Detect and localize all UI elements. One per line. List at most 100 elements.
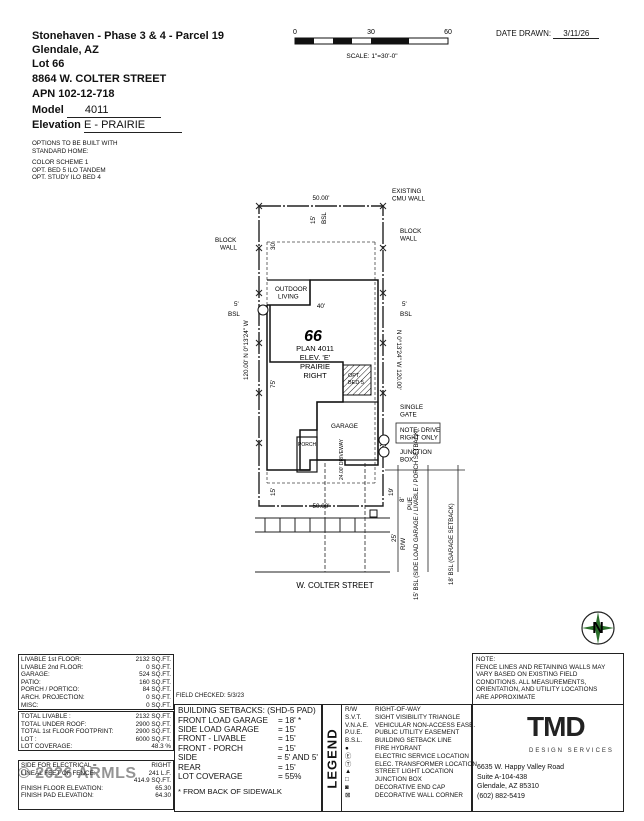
bearing-right: N 0°13'24" W 120.00' bbox=[395, 330, 403, 390]
options-block: OPTIONS TO BE BUILT WITH STANDARD HOME: … bbox=[32, 140, 118, 182]
garage-area bbox=[316, 401, 379, 461]
subdivision-title: Stonehaven - Phase 3 & 4 - Parcel 19 bbox=[32, 30, 224, 42]
bearing-left: 120.00' N 0°13'24" W bbox=[242, 320, 250, 380]
note-title: NOTE: bbox=[476, 656, 496, 663]
total-row: TOTAL UNDER ROOF:2900 SQ.FT. bbox=[21, 720, 171, 728]
bsl-rear: BSL bbox=[321, 212, 328, 224]
dim-pue: 8' bbox=[399, 497, 406, 502]
dim-house-width: 40' bbox=[317, 303, 325, 310]
date-drawn: DATE DRAWN: 3/11/26 bbox=[496, 29, 600, 39]
legend-item: S.V.T.SIGHT VISIBILITY TRIANGLE bbox=[345, 713, 461, 721]
lot-boundary bbox=[258, 205, 384, 507]
note-line: CONDITIONS. ALL MEASUREMENTS, bbox=[476, 678, 587, 686]
area-row: GARAGE:524 SQ.FT. bbox=[21, 671, 171, 679]
company-address: 6635 W. Happy Valley Road Suite A-104-43… bbox=[477, 763, 564, 801]
scale-bar: 0 30 60 SCALE: 1"=30'-0" bbox=[293, 29, 452, 60]
extra-row: 414.9 SQ.FT. bbox=[133, 777, 171, 785]
bsl-left: BSL bbox=[228, 311, 240, 318]
dim-side-right: 5' bbox=[402, 301, 407, 308]
totals-table: TOTAL LIVABLE :2132 SQ.FT. TOTAL UNDER R… bbox=[18, 711, 174, 751]
garage-bsl-label: 18' BSL (GARAGE SETBACK) bbox=[449, 503, 455, 585]
dim-bottom: 50.00' bbox=[313, 503, 330, 510]
dim-front: 15' bbox=[270, 488, 277, 496]
area-row: LIVABLE 1st FLOOR:2132 SQ.FT. bbox=[21, 656, 171, 663]
company-logo: TMD bbox=[527, 711, 586, 742]
setback-row: SIDE= 5' AND 5' bbox=[178, 753, 318, 763]
watermark: © 2026 ARMLS bbox=[18, 765, 137, 782]
total-row: LOT COVERAGE:48.3 % bbox=[21, 743, 171, 751]
scale-tick-label: 60 bbox=[444, 29, 452, 36]
city: Glendale, AZ bbox=[32, 44, 99, 56]
company-tagline: DESIGN SERVICES bbox=[529, 748, 614, 754]
junction-box-symbol bbox=[369, 509, 378, 518]
legend-item: □JUNCTION BOX bbox=[345, 776, 422, 784]
legend-item: ◙DECORATIVE END CAP bbox=[345, 783, 446, 791]
setback-row: REAR= 15' bbox=[178, 762, 296, 772]
total-row: LOT :6000 SQ.FT. bbox=[21, 735, 171, 743]
opt-bed5-label: OPT.BED 5 bbox=[348, 373, 364, 386]
note-line: VARY BASED ON EXISTING FIELD bbox=[476, 671, 578, 679]
transformer-symbol bbox=[378, 434, 390, 446]
note-line: ARE APPROXIMATE bbox=[476, 693, 536, 701]
setbacks-box: BUILDING SETBACKS: (SHD-5 PAD) FRONT LOA… bbox=[174, 704, 322, 812]
setback-row: FRONT - PORCH= 15' bbox=[178, 743, 296, 753]
scale-label: SCALE: 1"=30'-0" bbox=[346, 53, 398, 60]
areas-table: LIVABLE 1st FLOOR:2132 SQ.FT. LIVABLE 2n… bbox=[18, 654, 174, 710]
extra-row: FINISH PAD ELEVATION:64.30 bbox=[21, 792, 171, 800]
electric-symbol bbox=[378, 446, 390, 458]
legend-title-column: LEGEND bbox=[323, 705, 342, 811]
setback-row: FRONT - LIVABLE= 15' bbox=[178, 734, 296, 744]
address: 8864 W. COLTER STREET bbox=[32, 73, 167, 85]
date-label: DATE DRAWN: bbox=[496, 29, 552, 38]
note-box: NOTE: FENCE LINES AND RETAINING WALLS MA… bbox=[472, 653, 624, 705]
dim-depth: 75' bbox=[270, 380, 277, 388]
bsl-right: BSL bbox=[400, 311, 412, 318]
note-line: ORIENTATION, AND UTILITY LOCATIONS bbox=[476, 686, 598, 694]
options-title: OPTIONS TO BE BUILT WITH bbox=[32, 140, 118, 147]
elevation-label: Elevation bbox=[32, 119, 81, 131]
street-name: W. COLTER STREET bbox=[296, 581, 373, 590]
plan-line: PRAIRIE bbox=[300, 362, 330, 371]
address-line: Suite A-104-438 bbox=[477, 773, 528, 781]
extra-row: FINISH FLOOR ELEVATION:65.30 bbox=[21, 784, 171, 792]
area-row: MISC:0 SQ.FT. bbox=[21, 701, 171, 709]
note-line: FENCE LINES AND RETAINING WALLS MAY bbox=[476, 663, 606, 671]
legend-item: ▲STREET LIGHT LOCATION bbox=[345, 768, 454, 776]
legend-item: P.U.E.PUBLIC UTILITY EASEMENT bbox=[345, 729, 460, 737]
extra-row: SIDE FOR ELECTRICAL =RIGHT bbox=[21, 762, 171, 769]
sidewalk bbox=[255, 517, 390, 573]
scale-tick-label: 0 bbox=[293, 29, 297, 36]
north-letter: N bbox=[592, 620, 604, 637]
garage-label: GARAGE bbox=[331, 423, 358, 430]
legend-item: B.S.L.BUILDING SETBACK LINE bbox=[345, 737, 452, 745]
porch-area bbox=[296, 436, 318, 473]
dim-rear-bsl: 15' bbox=[310, 216, 317, 224]
lot-number: 66 bbox=[304, 328, 322, 345]
apn: APN 102-12-718 bbox=[32, 88, 115, 100]
company-box: TMD DESIGN SERVICES 6635 W. Happy Valley… bbox=[472, 704, 624, 812]
elevation-row: Elevation E - PRAIRIE bbox=[32, 119, 182, 133]
legend-title: LEGEND bbox=[324, 728, 340, 789]
extra-row: LINEAL FEET OF FENCE:241 L.F. bbox=[21, 769, 171, 777]
setbacks-footnote: * FROM BACK OF SIDEWALK bbox=[178, 787, 282, 797]
north-arrow-icon: N bbox=[581, 611, 615, 645]
porch-label: PORCH bbox=[298, 442, 316, 448]
model-row: Model 4011 bbox=[32, 104, 161, 118]
area-row: LIVABLE 2nd FLOOR:0 SQ.FT. bbox=[21, 663, 171, 671]
elevation-value: E - PRAIRIE bbox=[83, 119, 182, 133]
address-line: Glendale, AZ 85310 bbox=[477, 783, 539, 790]
extras-table: SIDE FOR ELECTRICAL =RIGHT LINEAL FEET O… bbox=[18, 760, 174, 810]
front-setback-dims bbox=[385, 465, 465, 572]
legend-item: ●FIRE HYDRANT bbox=[345, 744, 422, 752]
plan-line: RIGHT bbox=[303, 371, 327, 380]
side-bsl-label: 15' BSL (SIDE LOAD GARAGE / LIVABLE / PO… bbox=[414, 429, 420, 600]
date-value: 3/11/26 bbox=[553, 29, 600, 39]
